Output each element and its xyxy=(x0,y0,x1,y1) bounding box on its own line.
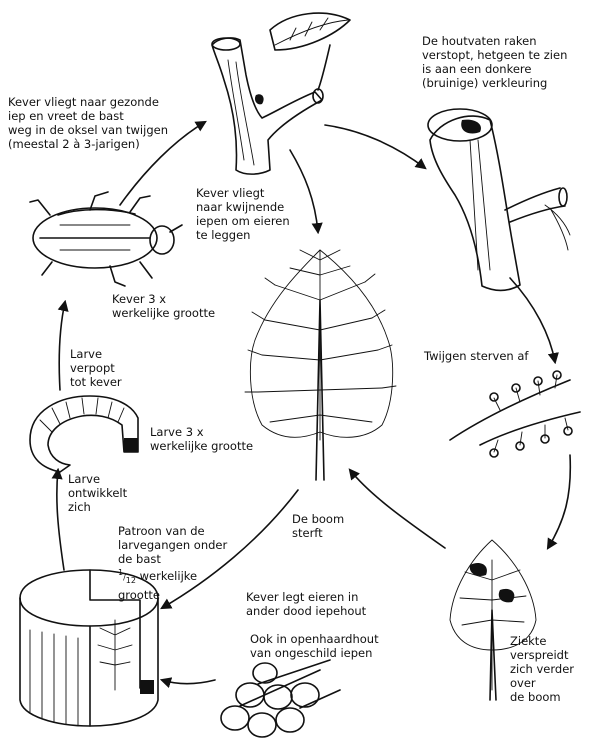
label-line: ander dood iepehout xyxy=(246,604,366,618)
label-line: Kever 3 x xyxy=(112,292,215,306)
label-line: Kever vliegt naar gezonde xyxy=(8,95,168,109)
arrow-firewood-to-stump xyxy=(162,680,215,684)
label-line: ontwikkelt xyxy=(68,486,127,500)
label-tree-dies: De boom sterft xyxy=(292,512,344,540)
firewood-illustration xyxy=(221,660,340,737)
label-line: tot kever xyxy=(70,375,122,389)
central-tree-illustration xyxy=(245,250,396,480)
label-beetle-flies-healthy: Kever vliegt naar gezonde iep en vreet d… xyxy=(8,95,168,151)
label-line: werkelijke grootte xyxy=(150,439,253,453)
larva-illustration xyxy=(30,396,138,472)
label-gallery-pattern: Patroon van de larvegangen onder de bast… xyxy=(118,524,227,602)
label-line: de bast xyxy=(118,552,227,566)
label-line: te leggen xyxy=(196,228,290,242)
label-line: Twijgen sterven af xyxy=(424,349,528,363)
label-line: grootte xyxy=(118,588,227,602)
label-vessels-clogged: De houtvaten raken verstopt, hetgeen te … xyxy=(422,34,567,90)
label-line: weg in de oksel van twijgen xyxy=(8,123,168,137)
label-line: Larve xyxy=(68,472,127,486)
label-line: de boom xyxy=(510,690,574,704)
scale-text: werkelijke xyxy=(140,569,197,583)
label-line: iep en vreet de bast xyxy=(8,109,168,123)
label-line: naar kwijnende xyxy=(196,200,290,214)
label-firewood: Ook in openhaardhout van ongeschild iepe… xyxy=(250,632,379,660)
clogged-branch-illustration xyxy=(428,109,570,290)
label-line: van ongeschild iepen xyxy=(250,646,379,660)
label-line: Larve xyxy=(70,347,122,361)
label-beetle-size: Kever 3 x werkelijke grootte xyxy=(112,292,215,320)
label-line: (meestal 2 à 3-jarigen) xyxy=(8,137,168,151)
label-beetle-flies-weak: Kever vliegt naar kwijnende iepen om eie… xyxy=(196,186,290,242)
arrow-larva-to-beetle xyxy=(59,302,65,390)
label-larva-size: Larve 3 x werkelijke grootte xyxy=(150,425,253,453)
label-line: (bruinige) verkleuring xyxy=(422,76,567,90)
label-line: werkelijke grootte xyxy=(112,306,215,320)
label-line: over xyxy=(510,676,574,690)
label-line: Kever legt eieren in xyxy=(246,590,366,604)
scale-denominator: 12 xyxy=(126,576,136,585)
label-line: larvegangen onder xyxy=(118,538,227,552)
label-line: is aan een donkere xyxy=(422,62,567,76)
arrow-branch-to-clogged xyxy=(325,125,425,168)
label-disease-spreads: Ziekte verspreidt zich verder over de bo… xyxy=(510,634,574,704)
label-line: Ziekte xyxy=(510,634,574,648)
arrow-stump-to-larva xyxy=(57,470,64,570)
arrow-sicktree-to-tree xyxy=(350,470,445,548)
label-larva-pupates: Larve verpopt tot kever xyxy=(70,347,122,389)
label-line: verstopt, hetgeen te zien xyxy=(422,48,567,62)
label-line: Kever vliegt xyxy=(196,186,290,200)
label-line: Ook in openhaardhout xyxy=(250,632,379,646)
label-line: Patroon van de xyxy=(118,524,227,538)
label-line: zich xyxy=(68,500,127,514)
label-line: verpopt xyxy=(70,361,122,375)
label-line: zich verder xyxy=(510,662,574,676)
label-beetle-lays-eggs: Kever legt eieren in ander dood iepehout xyxy=(246,590,366,618)
label-line: verspreidt xyxy=(510,648,574,662)
label-line-scale: 1/12 werkelijke xyxy=(118,566,227,588)
arrow-branch-to-tree xyxy=(290,150,318,232)
label-line: De boom xyxy=(292,512,344,526)
label-line: De houtvaten raken xyxy=(422,34,567,48)
dying-twigs-illustration xyxy=(450,371,580,457)
label-twigs-die: Twijgen sterven af xyxy=(424,349,528,363)
label-line: Larve 3 x xyxy=(150,425,253,439)
beetle-illustration xyxy=(30,192,182,286)
label-line: iepen om eieren xyxy=(196,214,290,228)
label-line: sterft xyxy=(292,526,344,540)
arrow-twigs-to-sicktree xyxy=(548,455,570,548)
label-larva-develops: Larve ontwikkelt zich xyxy=(68,472,127,514)
branch-fork-illustration xyxy=(212,13,350,174)
